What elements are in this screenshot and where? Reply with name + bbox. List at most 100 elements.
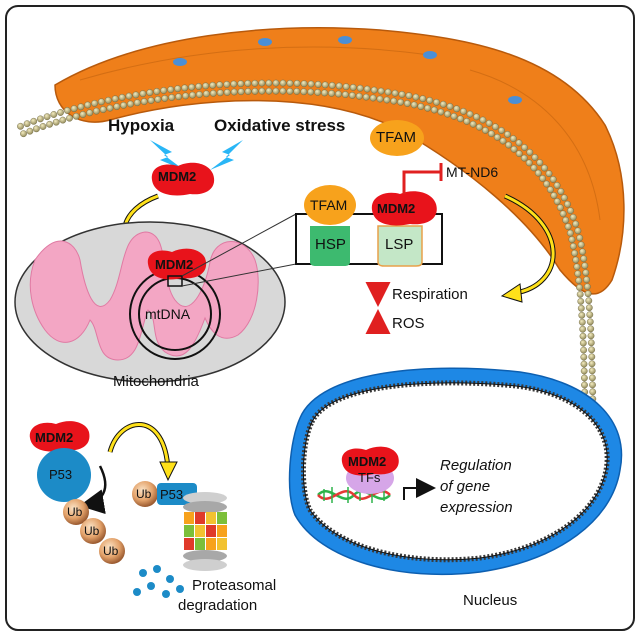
lipid-bead <box>587 332 595 340</box>
lipid-bead <box>433 98 440 106</box>
lipid-bead <box>335 82 343 90</box>
lipid-bead <box>286 87 294 95</box>
lipid-bead <box>113 103 121 111</box>
ros-label: ROS <box>392 315 425 332</box>
lipid-bead <box>258 79 266 87</box>
tfam-on-hsp-shape <box>304 185 356 225</box>
lipid-bead <box>17 122 24 130</box>
regulation-arrow <box>403 478 436 500</box>
lipid-bead <box>580 360 588 368</box>
tfam-free-label: TFAM <box>376 129 416 146</box>
lipid-bead <box>571 249 578 257</box>
lipid-bead <box>182 92 190 100</box>
lipid-bead <box>446 103 454 110</box>
p53-tagged-label: P53 <box>160 487 184 502</box>
lipid-bead <box>504 130 511 138</box>
p53-circle <box>37 448 91 502</box>
lipid-bead <box>589 388 597 396</box>
lipid-bead <box>397 98 404 106</box>
lipid-bead <box>20 130 27 138</box>
ub-label-1: Ub <box>67 505 83 519</box>
mitochondria-label: Mitochondria <box>113 373 199 390</box>
lipid-bead <box>403 100 411 107</box>
tfs-label: TFs <box>358 470 381 485</box>
regulation-label-2: of gene <box>440 478 491 495</box>
mdm2-p53-shape <box>29 421 90 452</box>
lipid-bead <box>580 353 588 361</box>
lipid-bead <box>437 108 445 116</box>
lipid-bead <box>459 108 467 115</box>
lipid-bead <box>567 207 574 215</box>
lipid-bead <box>515 139 523 147</box>
lipid-bead <box>582 269 590 277</box>
lipid-bead <box>479 116 487 124</box>
lipid-bead <box>348 92 356 99</box>
lipid-bead <box>456 115 464 123</box>
lipid-bead <box>564 200 571 208</box>
lipid-bead <box>202 90 210 98</box>
lipid-bead <box>439 100 447 108</box>
proteasome-icon <box>183 492 227 571</box>
lipid-bead <box>588 353 596 361</box>
lipid-bead <box>147 97 155 104</box>
lipid-bead <box>569 242 577 250</box>
lipid-bead <box>57 109 64 116</box>
lipid-bead <box>509 135 517 143</box>
lipid-bead <box>573 263 581 271</box>
lipid-bead <box>430 106 438 114</box>
lipid-bead <box>559 210 567 218</box>
mtdna-label: mtDNA <box>145 306 191 322</box>
lipid-bead <box>377 87 385 95</box>
lipid-bead <box>279 87 287 95</box>
lipid-bead <box>577 304 585 312</box>
lipid-bead <box>491 123 499 131</box>
lipid-bead <box>321 81 329 89</box>
lipid-bead <box>587 339 595 347</box>
lipid-bead <box>251 79 259 87</box>
mdm2-mito-label: MDM2 <box>155 257 194 272</box>
lipid-bead <box>578 318 586 326</box>
lipid-bead <box>127 100 134 108</box>
lipid-bead <box>505 141 512 149</box>
lipid-bead <box>139 90 147 98</box>
yellow-arrow-to-proteasome <box>107 422 171 471</box>
lipid-bead <box>111 95 119 103</box>
lipid-bead <box>33 125 40 133</box>
lipid-bead <box>265 79 273 87</box>
lipid-bead <box>37 115 44 123</box>
lipid-bead <box>86 109 94 117</box>
lipid-bead <box>349 84 357 91</box>
lipid-bead <box>498 127 505 134</box>
lipid-bead <box>293 88 301 95</box>
lipid-bead <box>258 87 266 95</box>
lipid-bead <box>575 277 583 284</box>
lipid-bead <box>487 130 495 138</box>
lipid-bead <box>209 81 217 89</box>
lipid-bead <box>566 229 574 237</box>
lipid-bead <box>300 88 308 96</box>
ubiquitination-arrow <box>79 465 107 515</box>
mdm2-p53-label: MDM2 <box>35 430 74 445</box>
lipid-bead <box>39 123 47 130</box>
lipid-bead <box>66 114 73 122</box>
proteasomal-label: Proteasomal <box>192 577 277 594</box>
lipid-bead <box>579 339 587 347</box>
lipid-bead <box>43 113 51 121</box>
lipid-bead <box>499 137 507 145</box>
mdm2-mito-shape <box>147 248 207 280</box>
lsp-box <box>377 225 423 267</box>
oxidative-stress-label: Oxidative stress <box>214 116 346 135</box>
lipid-bead <box>175 93 183 101</box>
lipid-bead <box>466 110 474 118</box>
lipid-bead <box>577 297 585 305</box>
lipid-bead <box>550 192 558 199</box>
lipid-bead <box>475 123 483 131</box>
lipid-bead <box>493 133 501 141</box>
lipid-bead <box>588 360 596 368</box>
regulation-label-3: expression <box>440 499 513 516</box>
lipid-bead <box>265 87 273 95</box>
lipid-bead <box>586 311 594 319</box>
lipid-bead <box>564 223 572 231</box>
lipid-bead <box>589 374 596 382</box>
